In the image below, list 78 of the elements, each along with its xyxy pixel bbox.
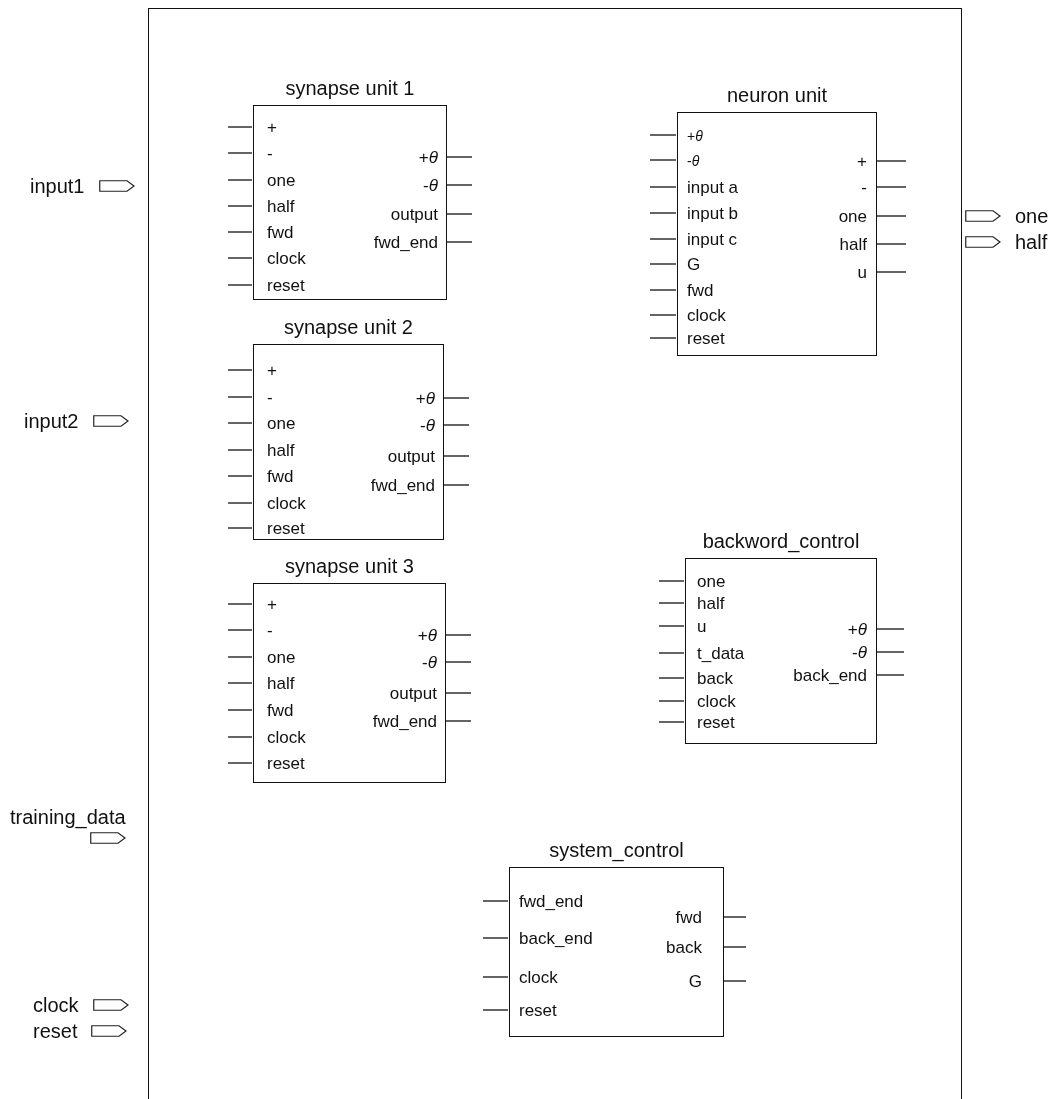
pin-label: +θ: [418, 148, 438, 168]
pin-label: fwd_end: [519, 892, 584, 912]
pin-label: output: [390, 205, 438, 225]
pin-label: reset: [519, 1001, 557, 1021]
pin-label: -θ: [422, 653, 437, 673]
pin-label: +: [267, 361, 277, 381]
pin-label: +θ: [415, 389, 435, 409]
pin-label: one: [267, 171, 296, 191]
block-title: synapse unit 3: [284, 555, 415, 577]
pin-label: half: [267, 674, 295, 694]
pin-label: -θ: [852, 643, 867, 663]
pin-label: fwd: [267, 701, 294, 721]
port-label: reset: [33, 1020, 78, 1042]
pin-label: -: [267, 621, 273, 641]
pin-label: -: [267, 144, 273, 164]
pin-label: -: [861, 178, 867, 198]
pin-label: half: [839, 235, 867, 255]
pin-label: reset: [267, 276, 305, 296]
pin-label: +θ: [687, 127, 703, 146]
port-label: clock: [33, 994, 79, 1016]
pin-label: +: [267, 595, 277, 615]
pin-label: clock: [267, 494, 306, 514]
pin-label: fwd: [687, 281, 714, 301]
pin-label: one: [838, 207, 867, 227]
pin-label: fwd_end: [373, 233, 438, 253]
pin-label: -θ: [423, 176, 438, 196]
pin-label: back: [697, 669, 733, 689]
pin-label: reset: [697, 713, 735, 733]
pin-label: half: [697, 594, 725, 614]
pin-label: +θ: [847, 620, 867, 640]
pin-label: one: [267, 414, 296, 434]
port-label: half: [1015, 231, 1048, 253]
pin-label: clock: [519, 968, 558, 988]
pin-label: clock: [267, 249, 306, 269]
port-label: input1: [30, 175, 85, 197]
pin-label: output: [387, 447, 435, 467]
pin-label: back_end: [519, 929, 593, 949]
pin-label: reset: [687, 329, 725, 349]
pin-label: fwd_end: [370, 476, 435, 496]
pin-label: u: [697, 617, 707, 637]
pin-label: fwd: [267, 223, 294, 243]
port-label: training_data: [10, 806, 126, 828]
pin-label: u: [857, 263, 867, 283]
pin-label: +: [857, 152, 867, 172]
port-label: input2: [24, 410, 79, 432]
pin-label: G: [687, 255, 701, 275]
port-label: one: [1015, 205, 1049, 227]
pin-label: +θ: [417, 626, 437, 646]
pin-label: t_data: [697, 644, 745, 664]
pin-label: one: [267, 648, 296, 668]
pin-label: output: [389, 684, 437, 704]
pin-label: reset: [267, 754, 305, 774]
pin-label: input a: [687, 178, 739, 198]
pin-label: fwd: [675, 908, 702, 928]
pin-label: -θ: [687, 152, 700, 171]
pin-label: -θ: [420, 416, 435, 436]
pin-label: clock: [687, 306, 726, 326]
pin-label: half: [267, 197, 295, 217]
block-title: synapse unit 2: [283, 316, 414, 338]
module-boundary: [148, 8, 962, 1099]
pin-label: half: [267, 441, 295, 461]
pin-label: G: [688, 972, 702, 992]
pin-label: clock: [267, 728, 306, 748]
pin-label: clock: [697, 692, 736, 712]
pin-label: fwd: [267, 467, 294, 487]
pin-label: back_end: [793, 666, 867, 686]
pin-label: -: [267, 388, 273, 408]
pin-label: fwd_end: [372, 712, 437, 732]
block-title: backword_control: [701, 530, 861, 552]
pin-label: one: [697, 572, 726, 592]
block-title: neuron unit: [725, 84, 829, 106]
pin-label: input c: [687, 230, 738, 250]
pin-label: reset: [267, 519, 305, 539]
block-title: synapse unit 1: [284, 77, 416, 99]
block-title: system_control: [548, 839, 685, 861]
pin-label: input b: [687, 204, 739, 224]
pin-label: back: [666, 938, 702, 958]
pin-label: +: [267, 118, 277, 138]
